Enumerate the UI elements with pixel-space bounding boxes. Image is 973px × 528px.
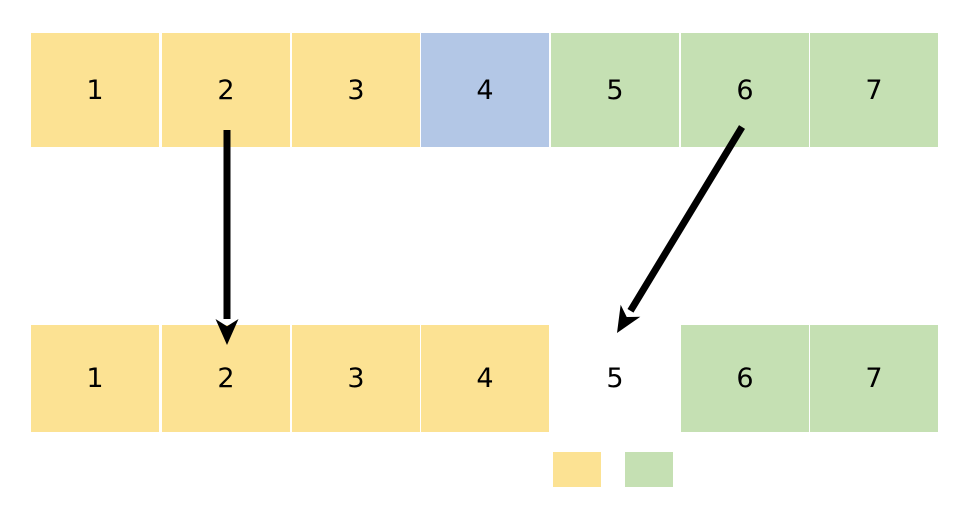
bottom-array-cell-1[interactable]: 1 [31,325,159,432]
bottom-array-cell-5[interactable]: 5 [606,363,624,394]
arrow-diagonal-cell-6-to-5 [617,125,745,333]
bottom-array-cell-7[interactable]: 7 [810,325,938,432]
arrow-down-cell-2-head-icon [215,319,239,345]
bottom-array-cell-3[interactable]: 3 [292,325,420,432]
legend-swatch-green[interactable] [625,452,673,487]
top-array-cell-1[interactable]: 1 [31,33,159,147]
top-array-cell-4[interactable]: 4 [421,33,549,147]
top-array-cell-3[interactable]: 3 [292,33,420,147]
bottom-array-cell-4[interactable]: 4 [421,325,549,432]
bottom-array-cell-6[interactable]: 6 [681,325,809,432]
arrow-down-cell-2 [215,130,239,345]
top-array-cell-6[interactable]: 6 [681,33,809,147]
legend-swatch-yellow[interactable] [553,452,601,487]
top-array-cell-7[interactable]: 7 [810,33,938,147]
top-array-cell-5[interactable]: 5 [551,33,679,147]
bottom-array-cell-2[interactable]: 2 [162,325,290,432]
arrow-diagonal-cell-6-to-5-head-icon [617,304,641,333]
arrow-diagonal-cell-6-to-5-shaft [627,125,745,313]
top-array-cell-2[interactable]: 2 [162,33,290,147]
